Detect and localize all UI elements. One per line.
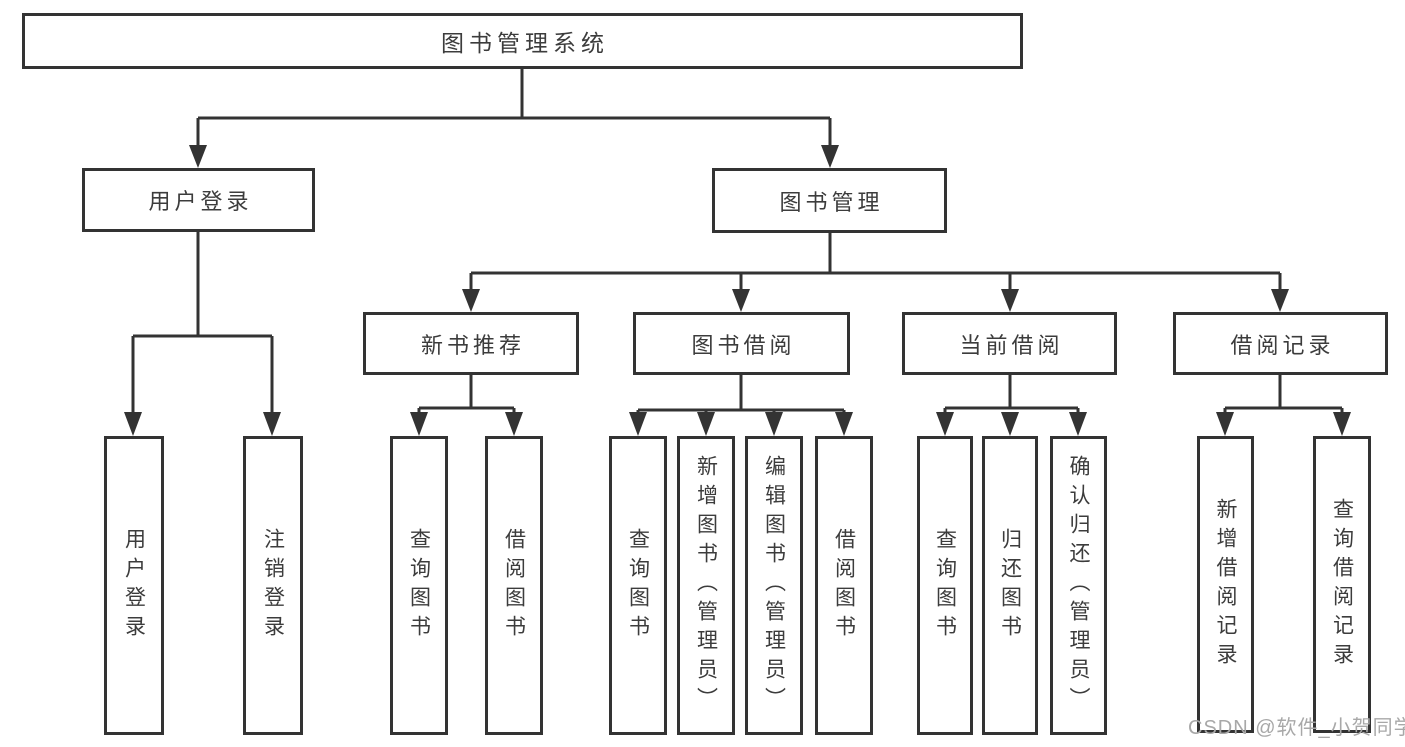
node-current-borrow-label: 当前借阅 xyxy=(959,332,1064,358)
leaf-query-books-borrow-label: 查询图书 xyxy=(626,527,650,644)
leaf-query-books-recommend-label: 查询图书 xyxy=(407,527,431,644)
leaf-logout: 注销登录 xyxy=(243,436,303,735)
leaf-borrow-books-label: 借阅图书 xyxy=(832,527,856,644)
csdn-watermark: CSDN @软件_小贺同学 xyxy=(1188,717,1405,739)
node-book-management-label: 图书管理 xyxy=(779,189,884,215)
node-book-borrow-label: 图书借阅 xyxy=(691,332,796,358)
leaf-borrow-books-recommend-label: 借阅图书 xyxy=(502,527,526,644)
node-book-management: 图书管理 xyxy=(712,168,947,233)
leaf-return-book: 归还图书 xyxy=(982,436,1038,735)
leaf-edit-book-admin-label: 编辑图书（管理员） xyxy=(762,455,786,716)
leaf-query-borrow-record: 查询借阅记录 xyxy=(1313,436,1371,733)
leaf-add-book-admin: 新增图书（管理员） xyxy=(677,436,735,735)
arrowheads xyxy=(124,145,1351,436)
leaf-confirm-return-admin: 确认归还（管理员） xyxy=(1050,436,1107,735)
node-borrow-records: 借阅记录 xyxy=(1173,312,1388,375)
leaf-query-books-borrow: 查询图书 xyxy=(609,436,667,735)
leaf-borrow-books-recommend: 借阅图书 xyxy=(485,436,543,735)
leaf-query-books-current-label: 查询图书 xyxy=(933,527,957,644)
leaf-logout-label: 注销登录 xyxy=(261,527,285,644)
leaf-add-book-admin-label: 新增图书（管理员） xyxy=(694,455,718,716)
leaf-add-borrow-record: 新增借阅记录 xyxy=(1197,436,1254,733)
node-root-label: 图书管理系统 xyxy=(441,30,609,56)
node-root: 图书管理系统 xyxy=(22,13,1023,69)
node-user-login-label: 用户登录 xyxy=(148,189,253,214)
leaf-borrow-books: 借阅图书 xyxy=(815,436,873,735)
leaf-return-book-label: 归还图书 xyxy=(998,527,1022,644)
leaf-query-borrow-record-label: 查询借阅记录 xyxy=(1330,497,1354,672)
leaf-query-books-current: 查询图书 xyxy=(917,436,973,735)
node-borrow-records-label: 借阅记录 xyxy=(1230,332,1335,358)
node-book-borrow: 图书借阅 xyxy=(633,312,850,375)
node-current-borrow: 当前借阅 xyxy=(902,312,1117,375)
node-user-login: 用户登录 xyxy=(82,168,315,232)
leaf-user-login-label: 用户登录 xyxy=(122,527,146,644)
leaf-confirm-return-admin-label: 确认归还（管理员） xyxy=(1067,455,1090,716)
leaf-edit-book-admin: 编辑图书（管理员） xyxy=(745,436,803,735)
leaf-add-borrow-record-label: 新增借阅记录 xyxy=(1214,497,1237,672)
leaf-query-books-recommend: 查询图书 xyxy=(390,436,448,735)
node-new-book-recommend-label: 新书推荐 xyxy=(420,332,525,358)
node-new-book-recommend: 新书推荐 xyxy=(363,312,579,375)
leaf-user-login: 用户登录 xyxy=(104,436,164,735)
